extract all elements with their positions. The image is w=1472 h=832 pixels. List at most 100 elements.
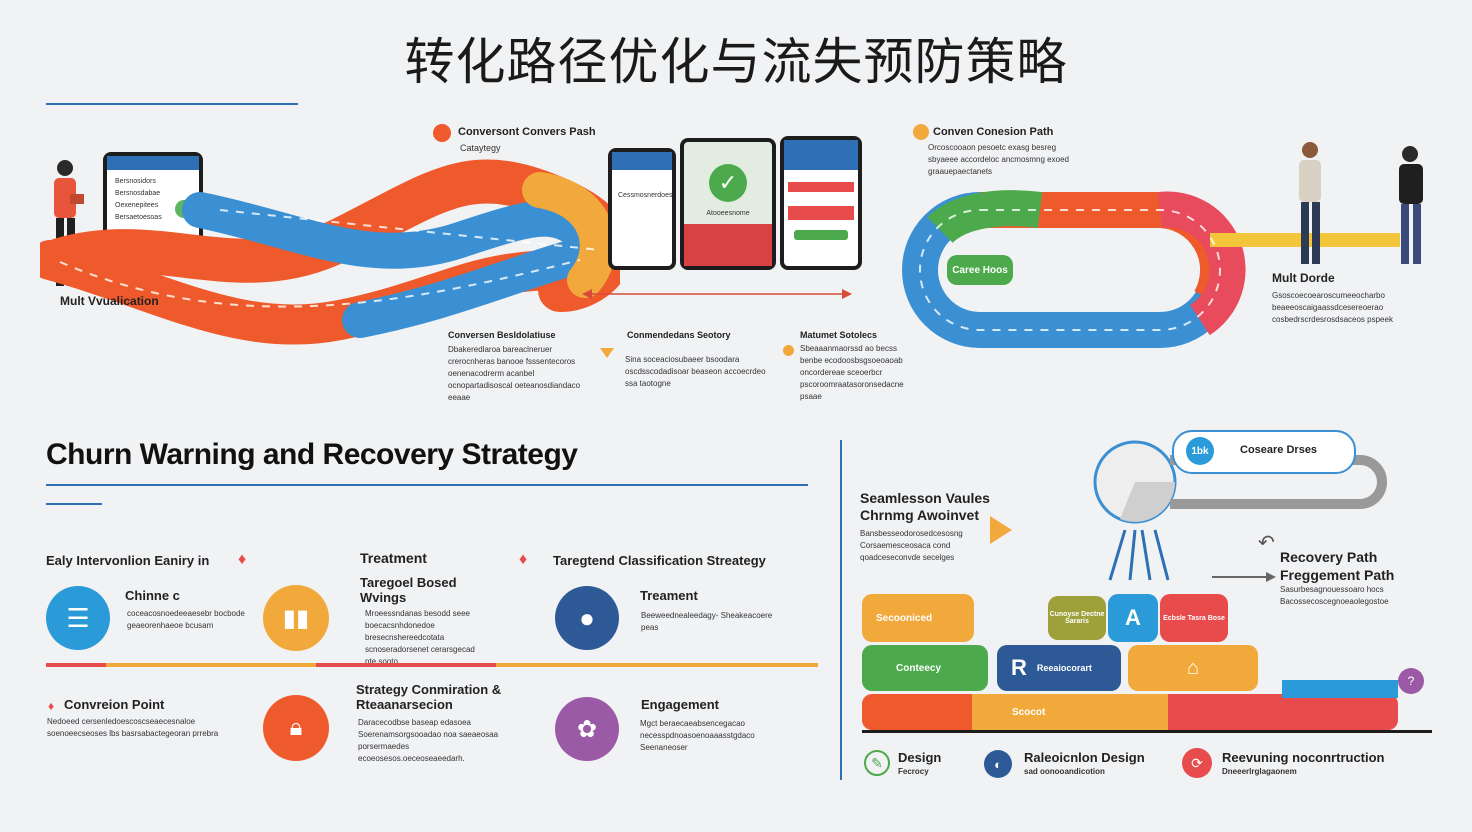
- block-base-blue: [1282, 680, 1398, 698]
- item1-title: Chinne c: [125, 588, 180, 603]
- center-path-subtitle: Cataytegy: [460, 143, 501, 153]
- block-r: R Reeaiocorart: [997, 645, 1121, 691]
- play-arrow-icon: [990, 516, 1012, 544]
- phone-right: [780, 136, 862, 270]
- legend-sub: sad oonooandicotion: [1024, 767, 1105, 776]
- right-person-text: Gsoscoecoearoscumeeocharbo beaeeoscaigaa…: [1272, 291, 1393, 324]
- lock-icon: 🔒︎: [263, 695, 329, 761]
- phone-bar-red: [788, 206, 854, 220]
- progress-stripe: [496, 663, 818, 667]
- progress-stripe: [106, 663, 316, 667]
- caption-title: Conmendedans Seotory: [627, 330, 731, 340]
- base-line: [862, 730, 1432, 733]
- caption-text: Sbeaaanmaorssd ao becss benbe ecodoosbsg…: [800, 344, 904, 401]
- block-ecbsle: Ecbsle Tasra Bose: [1160, 594, 1228, 642]
- phone-success-footer: [684, 224, 772, 266]
- caption-text: Sina soceaciosubaeer bsoodara oscdsscoda…: [625, 355, 766, 388]
- bar-chart-icon: ▮▮: [263, 585, 329, 651]
- pill-label: Coseare Drses: [1240, 444, 1318, 456]
- tablet-row: Oexenepitees: [115, 202, 159, 209]
- caption-text: Dbakeredlaroa bareaclneruer crerocnheras…: [448, 345, 581, 402]
- triangle-marker-icon: [600, 348, 614, 358]
- engagement-path-title: Freggement Path: [1280, 567, 1395, 583]
- question-icon[interactable]: ?: [1398, 668, 1424, 694]
- heading-rule: [46, 484, 808, 486]
- reconstruction-icon: ⟳: [1182, 748, 1212, 778]
- tablet-row: Bersaetoesoas: [115, 214, 162, 221]
- section-heading: Churn Warning and Recovery Strategy: [46, 438, 578, 471]
- right-path-description: Sasurbesagnouessoaro hocs Bacossecoscegn…: [1280, 585, 1389, 606]
- col2-text: Mroeessndanas besodd seee boecacsnhdoned…: [365, 609, 475, 666]
- user-icon: ●: [555, 586, 619, 650]
- drop-icon: ♦: [238, 551, 247, 568]
- phone-text: Cessmosnerdoes: [618, 192, 673, 199]
- phone-header: [784, 140, 858, 170]
- tablet-header: [107, 156, 199, 170]
- progress-stripe: [46, 663, 106, 667]
- block-base-yellow: Scocot: [972, 694, 1168, 730]
- right-section-text: Bansbesseodorosedcesosng Corsaemesceosac…: [860, 529, 963, 562]
- item2-text: Beeweednealeedagy- Sheakeacoere peas: [641, 611, 773, 632]
- phone-left: Cessmosnerdoes: [608, 148, 676, 270]
- phone-header: [612, 152, 672, 170]
- item2-title: Treament: [640, 588, 698, 603]
- item5-text: Mgct beraecaeabsencegacao necesspdnoasoe…: [640, 719, 755, 752]
- arrow-right-icon: [1212, 572, 1276, 582]
- legend-sub: Dneeerlrglagaonem: [1222, 767, 1297, 776]
- block-cunoyse: Cunoyse Dectne Sararis: [1048, 596, 1106, 640]
- phone-success: ✓ Atooeesnome: [680, 138, 776, 270]
- phone-bar-red: [788, 182, 854, 192]
- title-underline: [46, 103, 298, 105]
- right-path-title: Conven Conesion Path: [933, 126, 1054, 138]
- phone-success-text: Atooeesnome: [706, 210, 750, 217]
- legend-sub: Fecrocy: [898, 767, 929, 776]
- col3-title: Taregtend Classification Streategy: [553, 553, 766, 568]
- right-path-text: Orcoscooaon pesoetc exasg besreg sbyaeee…: [928, 143, 1069, 176]
- relation-icon: ◐: [984, 750, 1012, 778]
- section-divider: [840, 440, 842, 780]
- check-icon: ✓: [709, 164, 747, 202]
- dot-marker-icon: [783, 345, 794, 356]
- drop-icon: ♦: [48, 699, 55, 713]
- loop-badge: Caree Hoos: [947, 255, 1013, 285]
- caption-title: Matumet Sotolecs: [800, 330, 878, 340]
- col2-subtitle: Taregoel Bosed Wvings: [360, 575, 457, 605]
- path-marker-icon: [433, 124, 451, 142]
- left-path-label: Mult Vvualication: [60, 294, 159, 308]
- curved-arrow-icon: ↶: [1258, 532, 1275, 554]
- conversion-path-road-left: [40, 159, 620, 345]
- funnel-pie-diagram: [1093, 440, 1387, 581]
- legend-title: Raleoicnlon Design: [1024, 750, 1145, 765]
- block-secured: Secooniced: [862, 594, 974, 642]
- item1-text: coceacosnoedeeaesebr bocbode geaeorenhae…: [127, 609, 245, 630]
- recovery-path-title: Recovery Path: [1280, 549, 1378, 565]
- heading-accent: [46, 503, 102, 505]
- block-base-pink: [1168, 694, 1398, 730]
- block-r-letter: R: [1011, 655, 1027, 680]
- handshake-icon: ✿: [555, 697, 619, 761]
- col2-title: Treatment: [360, 550, 427, 566]
- right-section-title: Seamlesson Vaules Chrnmg Awoinvet: [860, 490, 990, 523]
- item4-title: Strategy Conmiration & Rteaanarsecion: [356, 682, 502, 712]
- legend-title: Design: [898, 750, 942, 765]
- person-clipboard-icon: ☰: [46, 586, 110, 650]
- progress-stripe: [316, 663, 496, 667]
- path-marker-icon: [913, 124, 929, 140]
- item4-text: Daracecodbse baseap edasoea Soerenamsorg…: [358, 718, 499, 763]
- caption-title: Conversen Besldolatiuse: [448, 330, 556, 340]
- phone-button-green[interactable]: [794, 230, 848, 240]
- block-conteecy: Conteecy: [862, 645, 988, 691]
- design-icon: ✎: [864, 750, 890, 776]
- item3-title: Convreion Point: [64, 697, 165, 712]
- block-base-red: [862, 694, 972, 730]
- right-person-title: Mult Dorde: [1272, 271, 1335, 285]
- block-r-label: Reeaiocorart: [1036, 663, 1092, 673]
- legend-title: Reevuning noconrtruction: [1222, 750, 1385, 765]
- double-arrow-icon: [582, 289, 852, 299]
- drop-icon: ♦: [519, 551, 528, 568]
- item3-text: Nedoeed cersenledoescoscseaecesnaloe soe…: [47, 717, 219, 738]
- page-title: 转化路径优化与流失预防策略: [404, 33, 1068, 91]
- pill-badge: 1bk: [1186, 437, 1214, 465]
- people-illustration-right: [1299, 142, 1423, 264]
- tablet-row: Bersnosidors: [115, 178, 156, 185]
